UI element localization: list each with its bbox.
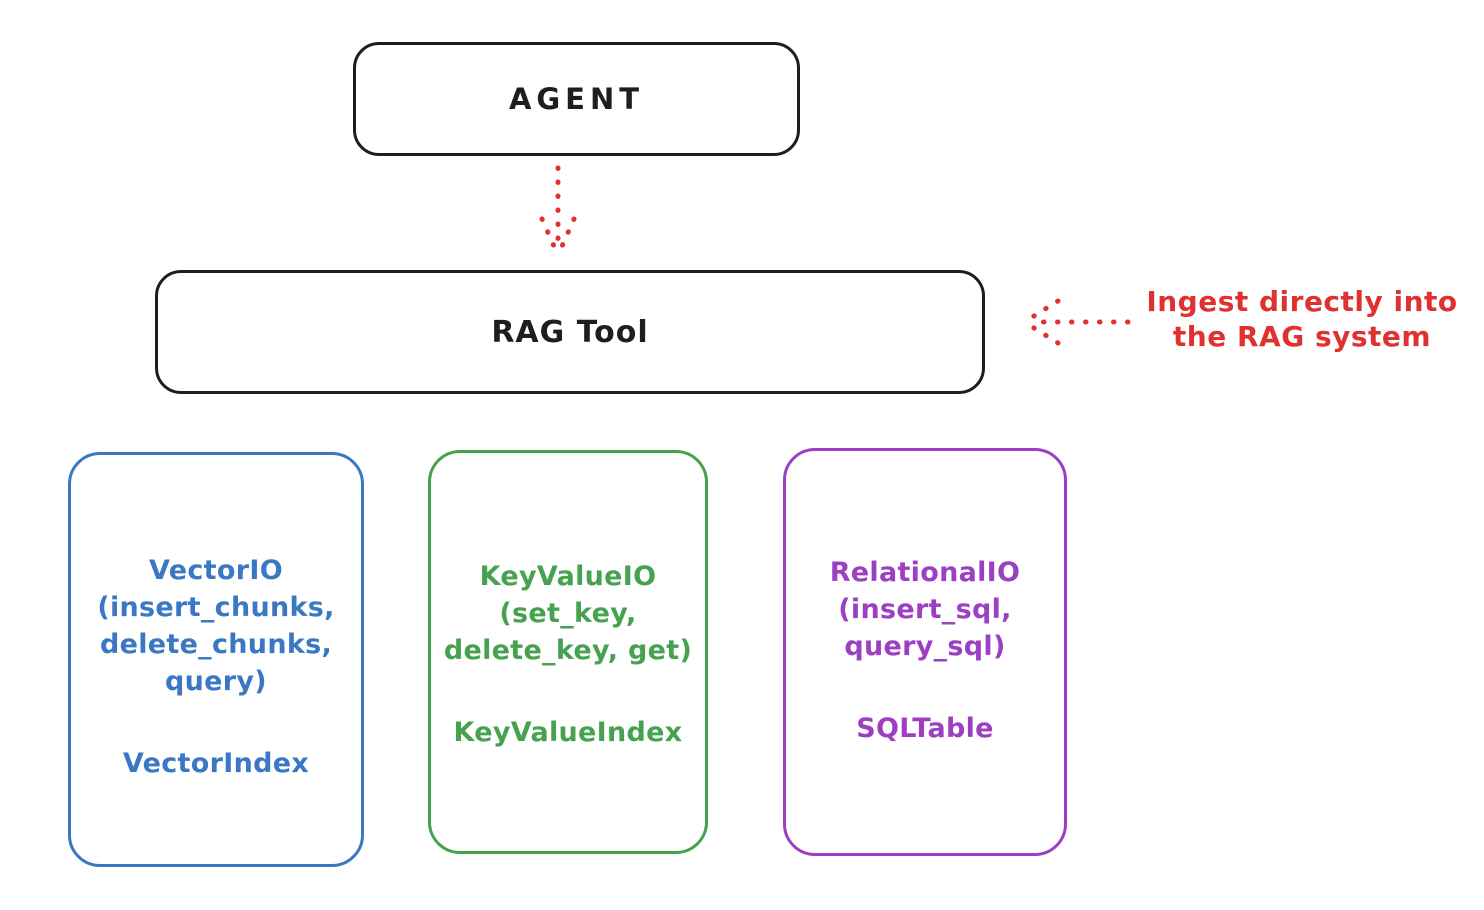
- vector-io-methods-line: delete_chunks,: [99, 629, 333, 660]
- keyvalue-io-methods-line: delete_key, get): [443, 635, 693, 666]
- sql-table-label: SQLTable: [856, 713, 994, 744]
- vector-index-label: VectorIndex: [122, 748, 310, 779]
- relational-io-methods-line: (insert_sql,: [838, 594, 1012, 625]
- annotation-to-ragtool-arrow-icon: [1023, 298, 1131, 346]
- vector-io-node[interactable]: VectorIO (insert_chunks, delete_chunks, …: [68, 452, 364, 867]
- relational-io-title-line: RelationalIO: [829, 557, 1021, 588]
- annotation-line-1: Ingest directly into: [1146, 285, 1458, 318]
- annotation-text: Ingest directly into the RAG system: [1128, 284, 1476, 354]
- vector-io-methods-line: query): [165, 666, 267, 697]
- relational-io-node[interactable]: RelationalIO (insert_sql, query_sql) SQL…: [783, 448, 1067, 856]
- keyvalue-index-label: KeyValueIndex: [453, 717, 683, 748]
- relational-io-methods-line: query_sql): [844, 631, 1006, 662]
- annotation-line-2: the RAG system: [1172, 320, 1432, 353]
- agent-label: AGENT: [508, 82, 645, 116]
- rag-tool-label: RAG Tool: [491, 314, 649, 350]
- vector-io-title-line: VectorIO: [149, 555, 283, 586]
- agent-node[interactable]: AGENT: [353, 42, 800, 156]
- keyvalue-io-node[interactable]: KeyValueIO (set_key, delete_key, get) Ke…: [428, 450, 708, 854]
- rag-tool-node[interactable]: RAG Tool: [155, 270, 985, 394]
- keyvalue-io-title-line: KeyValueIO: [479, 561, 657, 592]
- keyvalue-io-methods-line: (set_key,: [499, 598, 637, 629]
- vector-io-methods-line: (insert_chunks,: [97, 592, 335, 623]
- agent-to-ragtool-arrow-icon: [539, 165, 577, 256]
